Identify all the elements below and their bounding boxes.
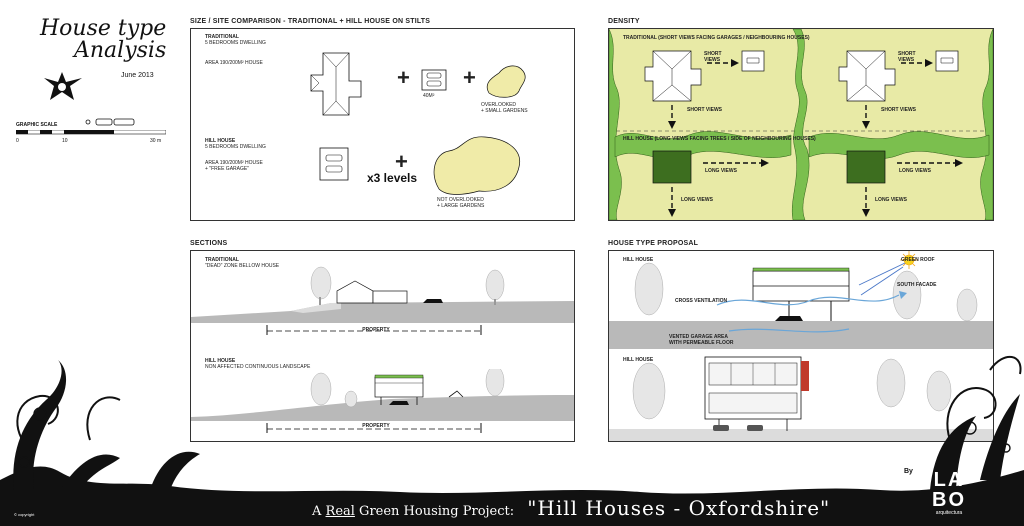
proposal-hill1-title: HILL HOUSE (623, 257, 654, 263)
long-views-label: LONG VIEWS (899, 168, 931, 174)
comp-trad-line1: 5 BEDROOMS DWELLING (205, 40, 266, 46)
comp-trad-line2: AREA 190/200m² HOUSE (205, 60, 263, 66)
comp-hill-line2: AREA 190/200m² HOUSE (205, 160, 263, 166)
long-views-label: LONG VIEWS (681, 197, 713, 203)
property-label: PROPERTY (362, 423, 390, 429)
large-garden-note1: NOT OVERLOOKED (437, 197, 484, 203)
floral-border-decoration (0, 355, 1024, 526)
copyright-icon: © (14, 512, 17, 517)
proposal-hill2-title: HILL HOUSE (623, 357, 654, 363)
proposal-section-drawing (609, 251, 993, 349)
footer-project: Green Housing Project: (354, 504, 515, 519)
footer-real: Real (325, 504, 355, 519)
south-facade-label: SOUTH FACADE (897, 282, 937, 288)
section-hill-note: NON AFFECTED CONTINUOUS LANDSCAPE (205, 364, 311, 370)
traditional-section-drawing (191, 266, 574, 335)
plus-sign: + (463, 65, 476, 90)
density-heading: DENSITY (608, 18, 640, 25)
scale-tick-30: 30 m (150, 138, 162, 144)
graphic-scale-bar (16, 130, 166, 135)
footer-by: By (904, 468, 913, 475)
proposal-heading: HOUSE TYPE PROPOSAL (608, 240, 699, 247)
footer-tagline: A Real Green Housing Project: "Hill Hous… (312, 496, 829, 522)
logo-sub: arquitectura (935, 510, 963, 516)
sections-panel: TRADITIONAL "DEAD" ZONE BELLOW HOUSE PRO… (190, 250, 575, 442)
footer-project-name: "Hill Houses - Oxfordshire" (527, 496, 831, 520)
comp-hill-line1: 5 BEDROOMS DWELLING (205, 144, 266, 150)
comp-trad-title: TRADITIONAL (205, 34, 239, 40)
logo-top: LA (933, 469, 965, 491)
garage-note2: WITH PERMEABLE FLOOR (669, 340, 734, 346)
section-hill-title: HILL HOUSE (205, 358, 236, 364)
scale-tick-0: 0 (16, 138, 19, 144)
garage-plan (421, 69, 447, 91)
large-garden-shape (433, 136, 521, 195)
density-panel: TRADITIONAL (SHORT VIEWS FACING GARAGES … (608, 28, 994, 221)
short-views-label: SHORT VIEWS (898, 51, 916, 63)
large-garden-note2: + LARGE GARDENS (437, 203, 485, 209)
green-roof-label: GREEN ROOF (901, 257, 935, 263)
logo-bottom: BO (932, 489, 966, 511)
scale-vehicles-icon (85, 118, 135, 126)
scale-label: GRAPHIC SCALE (16, 122, 58, 128)
scale-tick-10: 10 (62, 138, 68, 144)
small-garden-note2: + SMALL GARDENS (481, 108, 528, 114)
north-arrow-icon (44, 72, 82, 100)
density-hill-title: HILL HOUSE (LONG VIEWS FACING TREES / SI… (623, 136, 816, 142)
short-views-label: SHORT VIEWS (881, 107, 917, 113)
small-garden-note1: OVERLOOKED (481, 102, 517, 108)
density-trad-title: TRADITIONAL (SHORT VIEWS FACING GARAGES … (623, 35, 810, 41)
property-label: PROPERTY (362, 327, 390, 333)
date-label: June 2013 (121, 72, 154, 79)
labo-logo: LA BO arquitectura (926, 470, 972, 522)
section-trad-note: "DEAD" ZONE BELLOW HOUSE (205, 263, 280, 269)
long-views-label: LONG VIEWS (875, 197, 907, 203)
proposal-panel: HILL HOUSE GREEN ROO (608, 250, 994, 442)
hill-section-drawing (191, 369, 574, 433)
title-line2: Analysis (74, 38, 167, 63)
section-trad-title: TRADITIONAL (205, 257, 239, 263)
sections-heading: SECTIONS (190, 240, 228, 247)
long-views-label: LONG VIEWS (705, 168, 737, 174)
traditional-house-plan (310, 52, 362, 116)
proposal-elevation-drawing (609, 356, 993, 441)
comparison-panel: TRADITIONAL 5 BEDROOMS DWELLING AREA 190… (190, 28, 575, 221)
short-views-label: SHORT VIEWS (704, 51, 722, 63)
hill-house-plan (319, 147, 349, 181)
comp-hill-line3: + "FREE GARAGE" (205, 166, 249, 172)
garage-area-label: 40m² (423, 93, 435, 99)
density-plan-drawing (609, 29, 993, 220)
copyright-text: copyright (18, 512, 35, 517)
comparison-heading: SIZE / SITE COMPARISON - TRADITIONAL + H… (190, 18, 431, 25)
cross-ventilation-label: CROSS VENTILATION (675, 298, 728, 304)
plus-sign: + (395, 149, 408, 174)
footer-prefix: A (312, 504, 326, 519)
title-line1: House type (40, 16, 167, 41)
copyright-label: © copyright (14, 512, 34, 517)
garage-note1: VENTED GARAGE AREA (669, 334, 728, 340)
comp-hill-title: HILL HOUSE (205, 138, 236, 144)
short-views-label: SHORT VIEWS (687, 107, 723, 113)
plus-sign: + (397, 65, 410, 90)
small-garden-shape (486, 65, 526, 98)
levels-label: x3 levels (367, 171, 418, 185)
